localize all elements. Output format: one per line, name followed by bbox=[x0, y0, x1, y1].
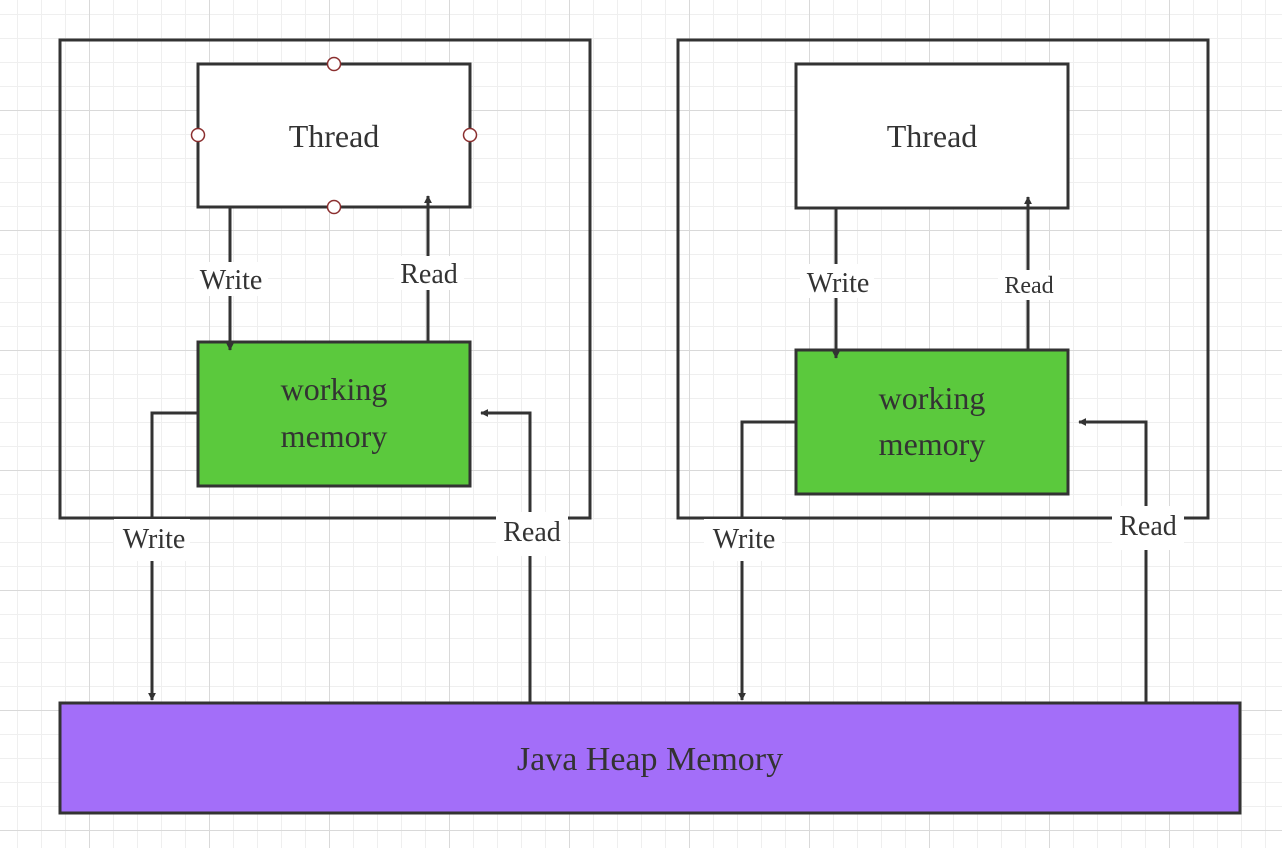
right-heap-read-label: Read bbox=[1119, 511, 1177, 542]
left-working-memory-box[interactable] bbox=[196, 340, 472, 488]
left-thread-read-label: Read bbox=[400, 259, 458, 290]
left-heap-read-label: Read bbox=[503, 517, 561, 548]
right-heap-read-label-bg bbox=[1112, 506, 1184, 550]
left-panel: Thread working memory Write Read Write R… bbox=[58, 38, 592, 703]
selection-handle-right[interactable] bbox=[462, 127, 478, 143]
right-thread-read-label: Read bbox=[1004, 273, 1053, 299]
selection-handle-bottom[interactable] bbox=[326, 199, 342, 215]
right-thread-write-label: Write bbox=[807, 268, 870, 299]
left-working-memory-label-line1: working bbox=[281, 371, 388, 407]
right-working-memory-label-line2: memory bbox=[879, 426, 986, 462]
left-heap-write-label: Write bbox=[123, 524, 186, 555]
heap-section: Java Heap Memory bbox=[58, 701, 1242, 815]
right-heap-read-arrow[interactable] bbox=[1078, 418, 1148, 703]
right-thread-box[interactable] bbox=[794, 62, 1070, 210]
right-heap-write-arrow[interactable] bbox=[738, 420, 796, 701]
right-thread-label: Thread bbox=[887, 118, 978, 154]
selection-handle-top[interactable] bbox=[326, 56, 342, 72]
left-thread-label: Thread bbox=[289, 118, 380, 154]
right-heap-write-label-bg bbox=[704, 519, 782, 561]
left-working-memory-label-line2: memory bbox=[281, 418, 388, 454]
left-thread-read-label-bg bbox=[394, 256, 464, 290]
right-working-memory-box[interactable] bbox=[794, 348, 1070, 496]
java-heap-memory-box[interactable] bbox=[58, 701, 1242, 815]
java-heap-memory-label: Java Heap Memory bbox=[517, 741, 783, 778]
right-working-memory-label-line1: working bbox=[879, 380, 986, 416]
right-thread-read-label-bg bbox=[998, 270, 1060, 300]
selection-handle-left[interactable] bbox=[190, 127, 206, 143]
right-thread-write-label-bg bbox=[800, 264, 874, 298]
left-heap-read-label-bg bbox=[496, 512, 568, 556]
left-thread-write-label: Write bbox=[200, 265, 263, 296]
left-thread-write-label-bg bbox=[194, 262, 268, 296]
left-heap-read-arrow[interactable] bbox=[480, 409, 532, 703]
left-heap-write-arrow[interactable] bbox=[148, 411, 198, 701]
right-container-box bbox=[676, 38, 1210, 520]
left-container-box bbox=[58, 38, 592, 520]
left-heap-write-label-bg bbox=[114, 519, 190, 561]
right-heap-write-label: Write bbox=[713, 524, 776, 555]
right-panel: Thread working memory Write Read Write R… bbox=[676, 38, 1210, 703]
